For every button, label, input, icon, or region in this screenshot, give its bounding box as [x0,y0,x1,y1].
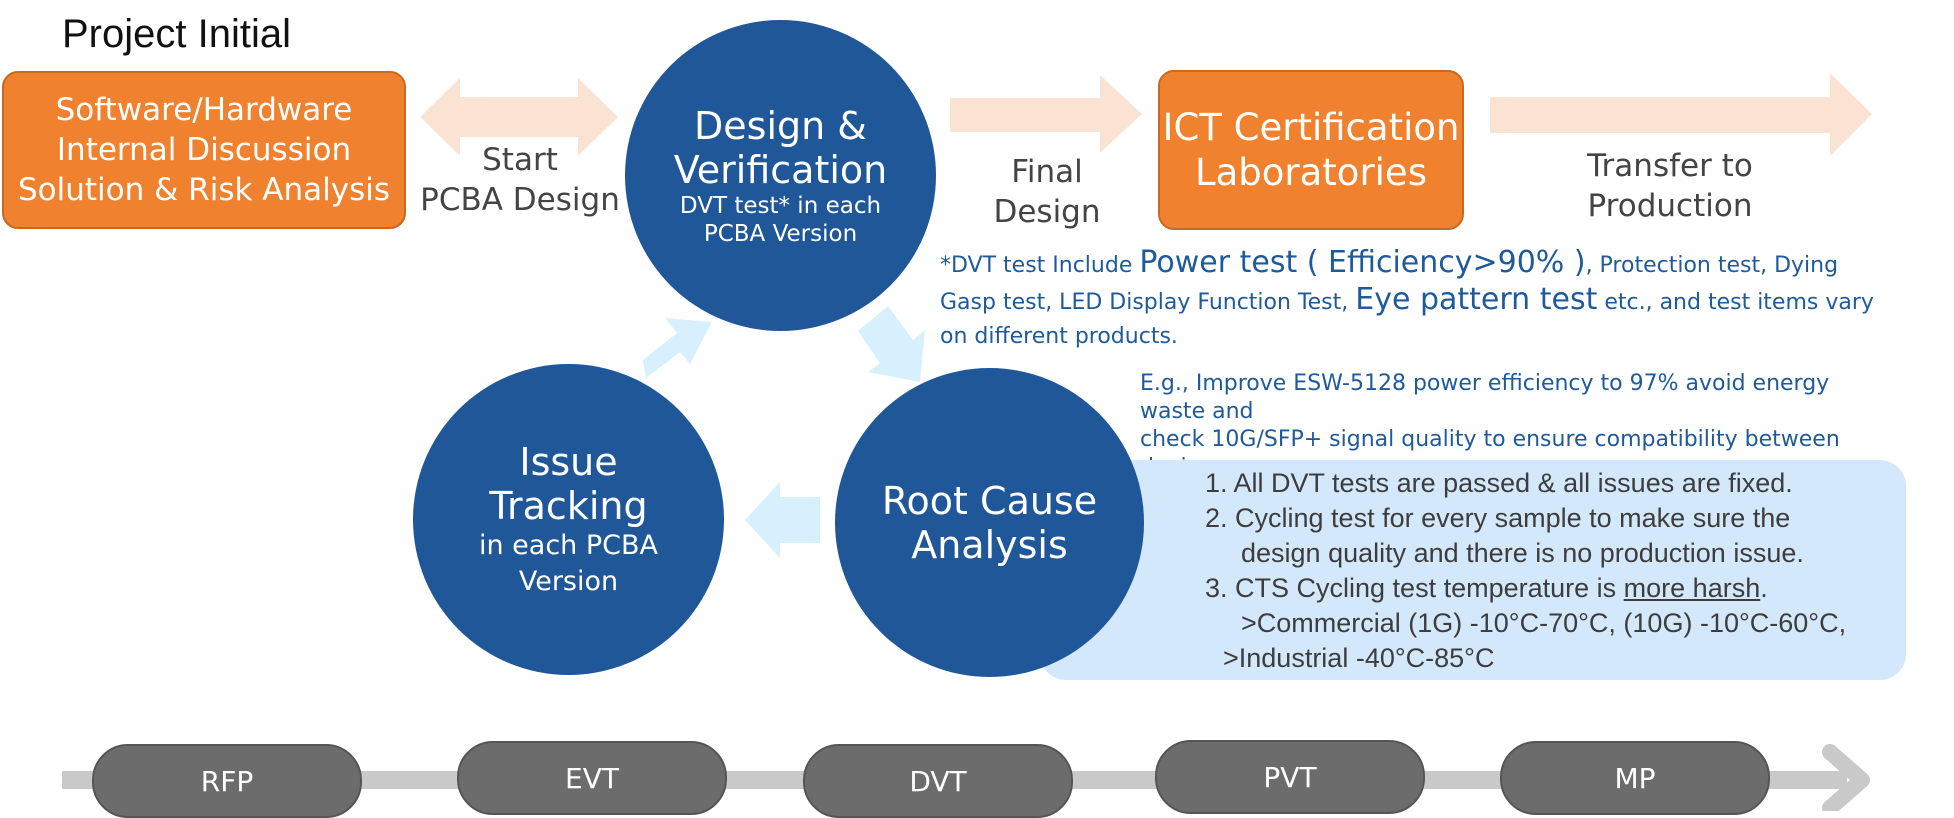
discussion-line: Internal Discussion [56,132,352,168]
double-arrow-start [420,78,618,156]
circle-title: Issue [519,439,618,484]
arrow-final-design [950,75,1142,153]
note-text: , Protection test, Dying Gasp test, LED … [940,253,1839,315]
circle-subtitle: DVT test* in each [679,192,882,219]
dvt-test-note: *DVT test Include Power test ( Efficienc… [940,246,1880,354]
criteria-item: >Commercial (1G) -10°C-70°C, (10G) -10°C… [1241,608,1847,638]
circle-title: Analysis [911,522,1068,567]
stage-evt: EVT [457,741,727,815]
ict-line: Laboratories [1195,151,1427,194]
discussion-box: Software/Hardware Internal Discussion So… [2,71,406,229]
stage-mp: MP [1500,741,1770,815]
final-label-line: Design [993,194,1101,230]
ict-certification-box: ICT Certification Laboratories [1158,70,1464,230]
stage-rfp: RFP [92,744,362,818]
circle-subtitle: in each PCBA [478,529,659,561]
transfer-label: Transfer to Production [1560,146,1780,226]
criteria-item: design quality and there is no productio… [1241,538,1804,568]
arrow-design-to-root [858,306,925,382]
circle-subtitle: Version [518,565,619,597]
criteria-item: 1. All DVT tests are passed & all issues… [1205,468,1793,498]
ict-line: ICT Certification [1162,106,1460,149]
criteria-panel [1040,460,1906,680]
criteria-item: 2. Cycling test for every sample to make… [1205,503,1791,533]
root-cause-circle: Root Cause Analysis [835,368,1144,677]
start-label-line: Start [482,142,558,178]
circle-subtitle: PCBA Version [703,220,858,247]
note-text: *DVT test Include [940,253,1140,278]
criteria-list: 1. All DVT tests are passed & all issues… [1205,466,1925,676]
issue-tracking-circle: Issue Tracking in each PCBA Version [413,364,724,675]
stage-dvt: DVT [803,744,1073,818]
circle-title: Verification [673,147,888,192]
arrow-transfer [1490,73,1872,156]
transfer-label-line: Production [1587,188,1753,224]
example-line: E.g., Improve ESW-5128 power efficiency … [1140,371,1830,424]
note-text: etc., and test items vary on different p… [940,290,1874,349]
arrow-issue-to-design [643,318,712,378]
eye-pattern-highlight: Eye pattern test [1355,282,1598,317]
criteria-item: 3. CTS Cycling test temperature is more … [1205,571,1925,606]
arrow-root-to-issue [745,482,820,558]
start-label-line: PCBA Design [420,182,620,218]
criteria-item: >Industrial -40°C-85°C [1223,643,1495,673]
circle-title: Root Cause [881,478,1098,523]
power-test-highlight: Power test ( Efficiency>90% ) [1139,245,1586,280]
timeline-arrowhead [1822,744,1870,811]
discussion-line: Software/Hardware [55,92,353,128]
criteria-text: . [1760,573,1768,603]
design-verification-circle: Design & Verification DVT test* in each … [625,20,936,331]
discussion-line: Solution & Risk Analysis [18,172,390,208]
start-label: Start PCBA Design [420,140,620,220]
more-harsh-emphasis: more harsh [1623,573,1761,603]
page-title: Project Initial [62,12,291,56]
circle-title: Tracking [489,483,648,528]
stage-pvt: PVT [1155,740,1425,814]
final-label-line: Final [1011,154,1083,190]
circle-title: Design & [694,103,867,148]
transfer-label-line: Transfer to [1587,148,1753,184]
criteria-text: 3. CTS Cycling test temperature is [1205,573,1624,603]
final-design-label: Final Design [962,152,1132,232]
